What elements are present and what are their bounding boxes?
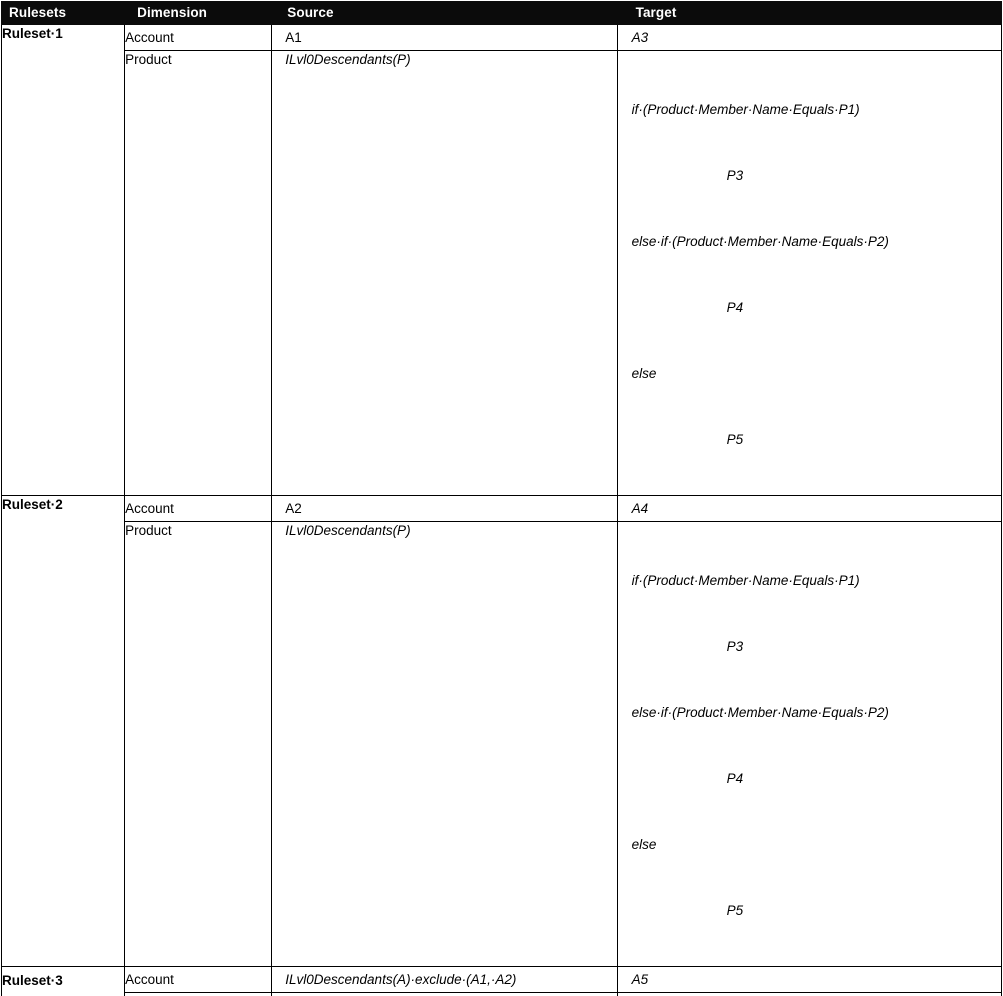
ruleset-label: Ruleset·2 — [2, 496, 125, 967]
target-cell: if·(Product·Member·Name·Equals·P1) P3 el… — [617, 51, 1001, 496]
column-header-target: Target — [617, 2, 1001, 25]
table-row: Product ILvl0Descendants(P) if·(Product·… — [2, 522, 1002, 967]
expression-line: P3 — [632, 165, 1001, 187]
expression-line: P3 — [632, 636, 1001, 658]
expression-line: else — [632, 363, 1001, 385]
column-header-source: Source — [272, 2, 617, 25]
source-cell: ILvl0Descendants(P) — [272, 993, 617, 996]
dimension-cell: Product — [125, 522, 272, 967]
dimension-cell: Account — [125, 25, 272, 51]
table-row: Ruleset·1 Account A1 A3 — [2, 25, 1002, 51]
expression-line: P4 — [632, 297, 1001, 319]
table-row: Product ILvl0Descendants(P) if·(Product·… — [2, 51, 1002, 496]
expression-line: else — [632, 834, 1001, 856]
expression-line: if·(Product·Member·Name·Equals·P1) — [632, 99, 1001, 121]
expression-line: P5 — [632, 900, 1001, 922]
dimension-cell: Account — [125, 967, 272, 993]
target-cell: A4 — [617, 496, 1001, 522]
source-cell: ILvl0Descendants(P) — [272, 522, 617, 967]
expression-line: P4 — [632, 768, 1001, 790]
source-cell: ILvl0Descendants(P) — [272, 51, 617, 496]
column-header-dimension: Dimension — [125, 2, 272, 25]
target-cell: if·(Product·Member·Name·Equals·P1) P3 el… — [617, 993, 1001, 996]
dimension-cell: Account — [125, 496, 272, 522]
target-expression-block: if·(Product·Member·Name·Equals·P1) P3 el… — [618, 51, 1001, 495]
table-header-row: Rulesets Dimension Source Target — [2, 2, 1002, 25]
table-row: Product ILvl0Descendants(P) if·(Product·… — [2, 993, 1002, 996]
table-row: Ruleset·2 Account A2 A4 — [2, 496, 1002, 522]
expression-line: if·(Product·Member·Name·Equals·P1) — [632, 570, 1001, 592]
column-header-rulesets: Rulesets — [2, 2, 125, 25]
expression-line: else·if·(Product·Member·Name·Equals·P2) — [632, 702, 1001, 724]
target-cell: if·(Product·Member·Name·Equals·P1) P3 el… — [617, 522, 1001, 967]
source-cell: A2 — [272, 496, 617, 522]
ruleset-label: Ruleset·1 — [2, 25, 125, 496]
expression-line: P5 — [632, 429, 1001, 451]
dimension-cell: Product — [125, 51, 272, 496]
target-cell: A5 — [617, 967, 1001, 993]
ruleset-label: Ruleset·3 — [2, 967, 125, 996]
table-row: Ruleset·3 Account ILvl0Descendants(A)·ex… — [2, 967, 1002, 993]
source-cell: A1 — [272, 25, 617, 51]
source-cell: ILvl0Descendants(A)·exclude·(A1,·A2) — [272, 967, 617, 993]
target-expression-block: if·(Product·Member·Name·Equals·P1) P3 el… — [618, 993, 1001, 996]
expression-line: else·if·(Product·Member·Name·Equals·P2) — [632, 231, 1001, 253]
dimension-cell: Product — [125, 993, 272, 996]
target-expression-block: if·(Product·Member·Name·Equals·P1) P3 el… — [618, 522, 1001, 966]
target-cell: A3 — [617, 25, 1001, 51]
